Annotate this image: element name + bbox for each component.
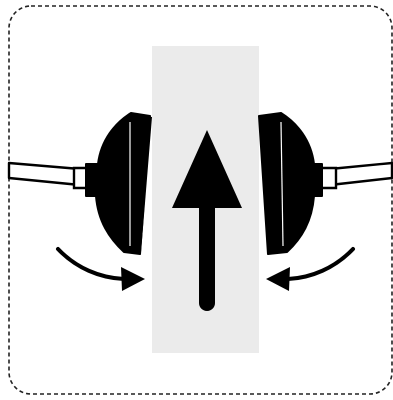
right-cable xyxy=(319,161,393,190)
left-earcup-shape xyxy=(85,112,152,255)
dashed-frame xyxy=(8,5,393,395)
left-curved-arrow-icon xyxy=(56,247,145,291)
up-arrow-icon xyxy=(172,130,242,311)
right-earcup-shape xyxy=(258,112,323,255)
right-curved-arrow-icon xyxy=(266,247,355,291)
left-cable xyxy=(7,161,90,190)
